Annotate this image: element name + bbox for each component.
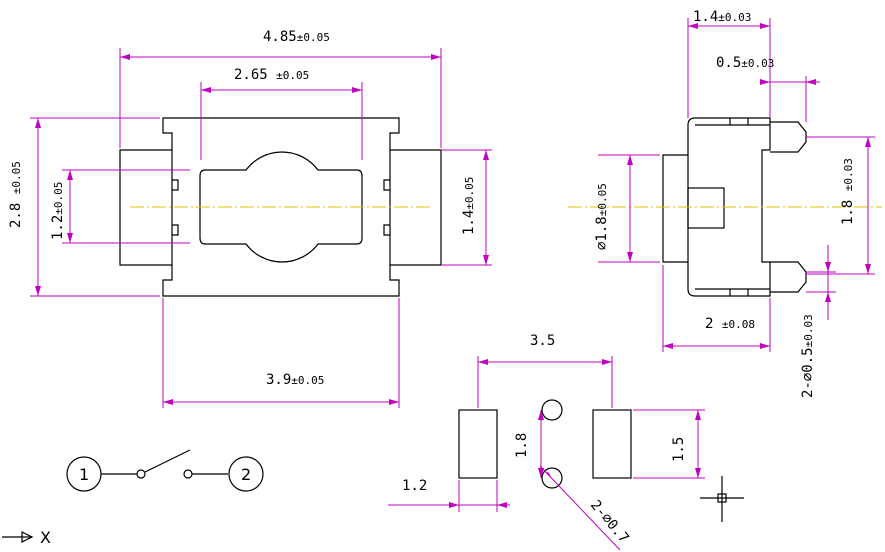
dim-depth: 1.4±0.03 — [693, 9, 751, 25]
dim-body-width: 3.9±0.05 — [266, 372, 324, 388]
terminal-2-label: 2 — [241, 465, 251, 484]
axis-indicator: X — [2, 528, 51, 547]
crosshair-icon — [700, 476, 744, 522]
dim-pegs: 2-⌀0.5±0.03 — [800, 314, 816, 398]
top-view: 4.85±0.05 2.65 ±0.05 2.8 ±0.05 1.2±0.05 … — [8, 29, 492, 408]
side-view: 1.4±0.03 0.5±0.03 ⌀1.8±0.05 1.8 ±0.03 2 … — [568, 9, 882, 398]
top-view-body — [119, 117, 442, 297]
footprint-pad-right — [592, 409, 632, 479]
footprint-pad-left — [458, 409, 498, 479]
terminal-1-label: 1 — [79, 465, 89, 484]
terminal-2-circle — [228, 456, 264, 492]
dim-side-height: 1.8 ±0.03 — [840, 158, 856, 225]
dim-terminal: 1.4±0.05 — [461, 177, 477, 235]
side-view-peg-top — [770, 121, 807, 153]
dim-height: 2.8 ±0.05 — [8, 161, 24, 228]
dim-peg: 0.5±0.03 — [716, 55, 774, 71]
top-view-keyhole — [199, 151, 363, 263]
dim-pad-height: 1.5 — [671, 437, 687, 462]
footprint-hole-bottom — [541, 467, 563, 489]
footprint: 3.5 1.2 1.8 1.5 2-⌀0.7 — [388, 333, 744, 551]
dim-total-width: 4.85±0.05 — [263, 29, 330, 45]
side-view-peg-bottom — [770, 261, 807, 293]
switch-schematic: 1 2 — [66, 449, 264, 492]
dim-pad-width: 1.2 — [402, 478, 427, 494]
dim-width: 2 ±0.08 — [705, 316, 755, 332]
axis-x-label: X — [40, 528, 51, 547]
dim-hole-spacing: 1.8 — [514, 433, 530, 458]
footprint-hole-top — [541, 399, 563, 421]
dim-inner-width: 2.65 ±0.05 — [234, 67, 309, 83]
dim-plunger: ⌀1.8±0.05 — [594, 183, 610, 250]
dim-gap: 1.2±0.05 — [50, 182, 66, 240]
side-view-plunger — [662, 154, 688, 263]
side-view-body — [687, 117, 771, 297]
dim-pitch: 3.5 — [530, 333, 555, 349]
